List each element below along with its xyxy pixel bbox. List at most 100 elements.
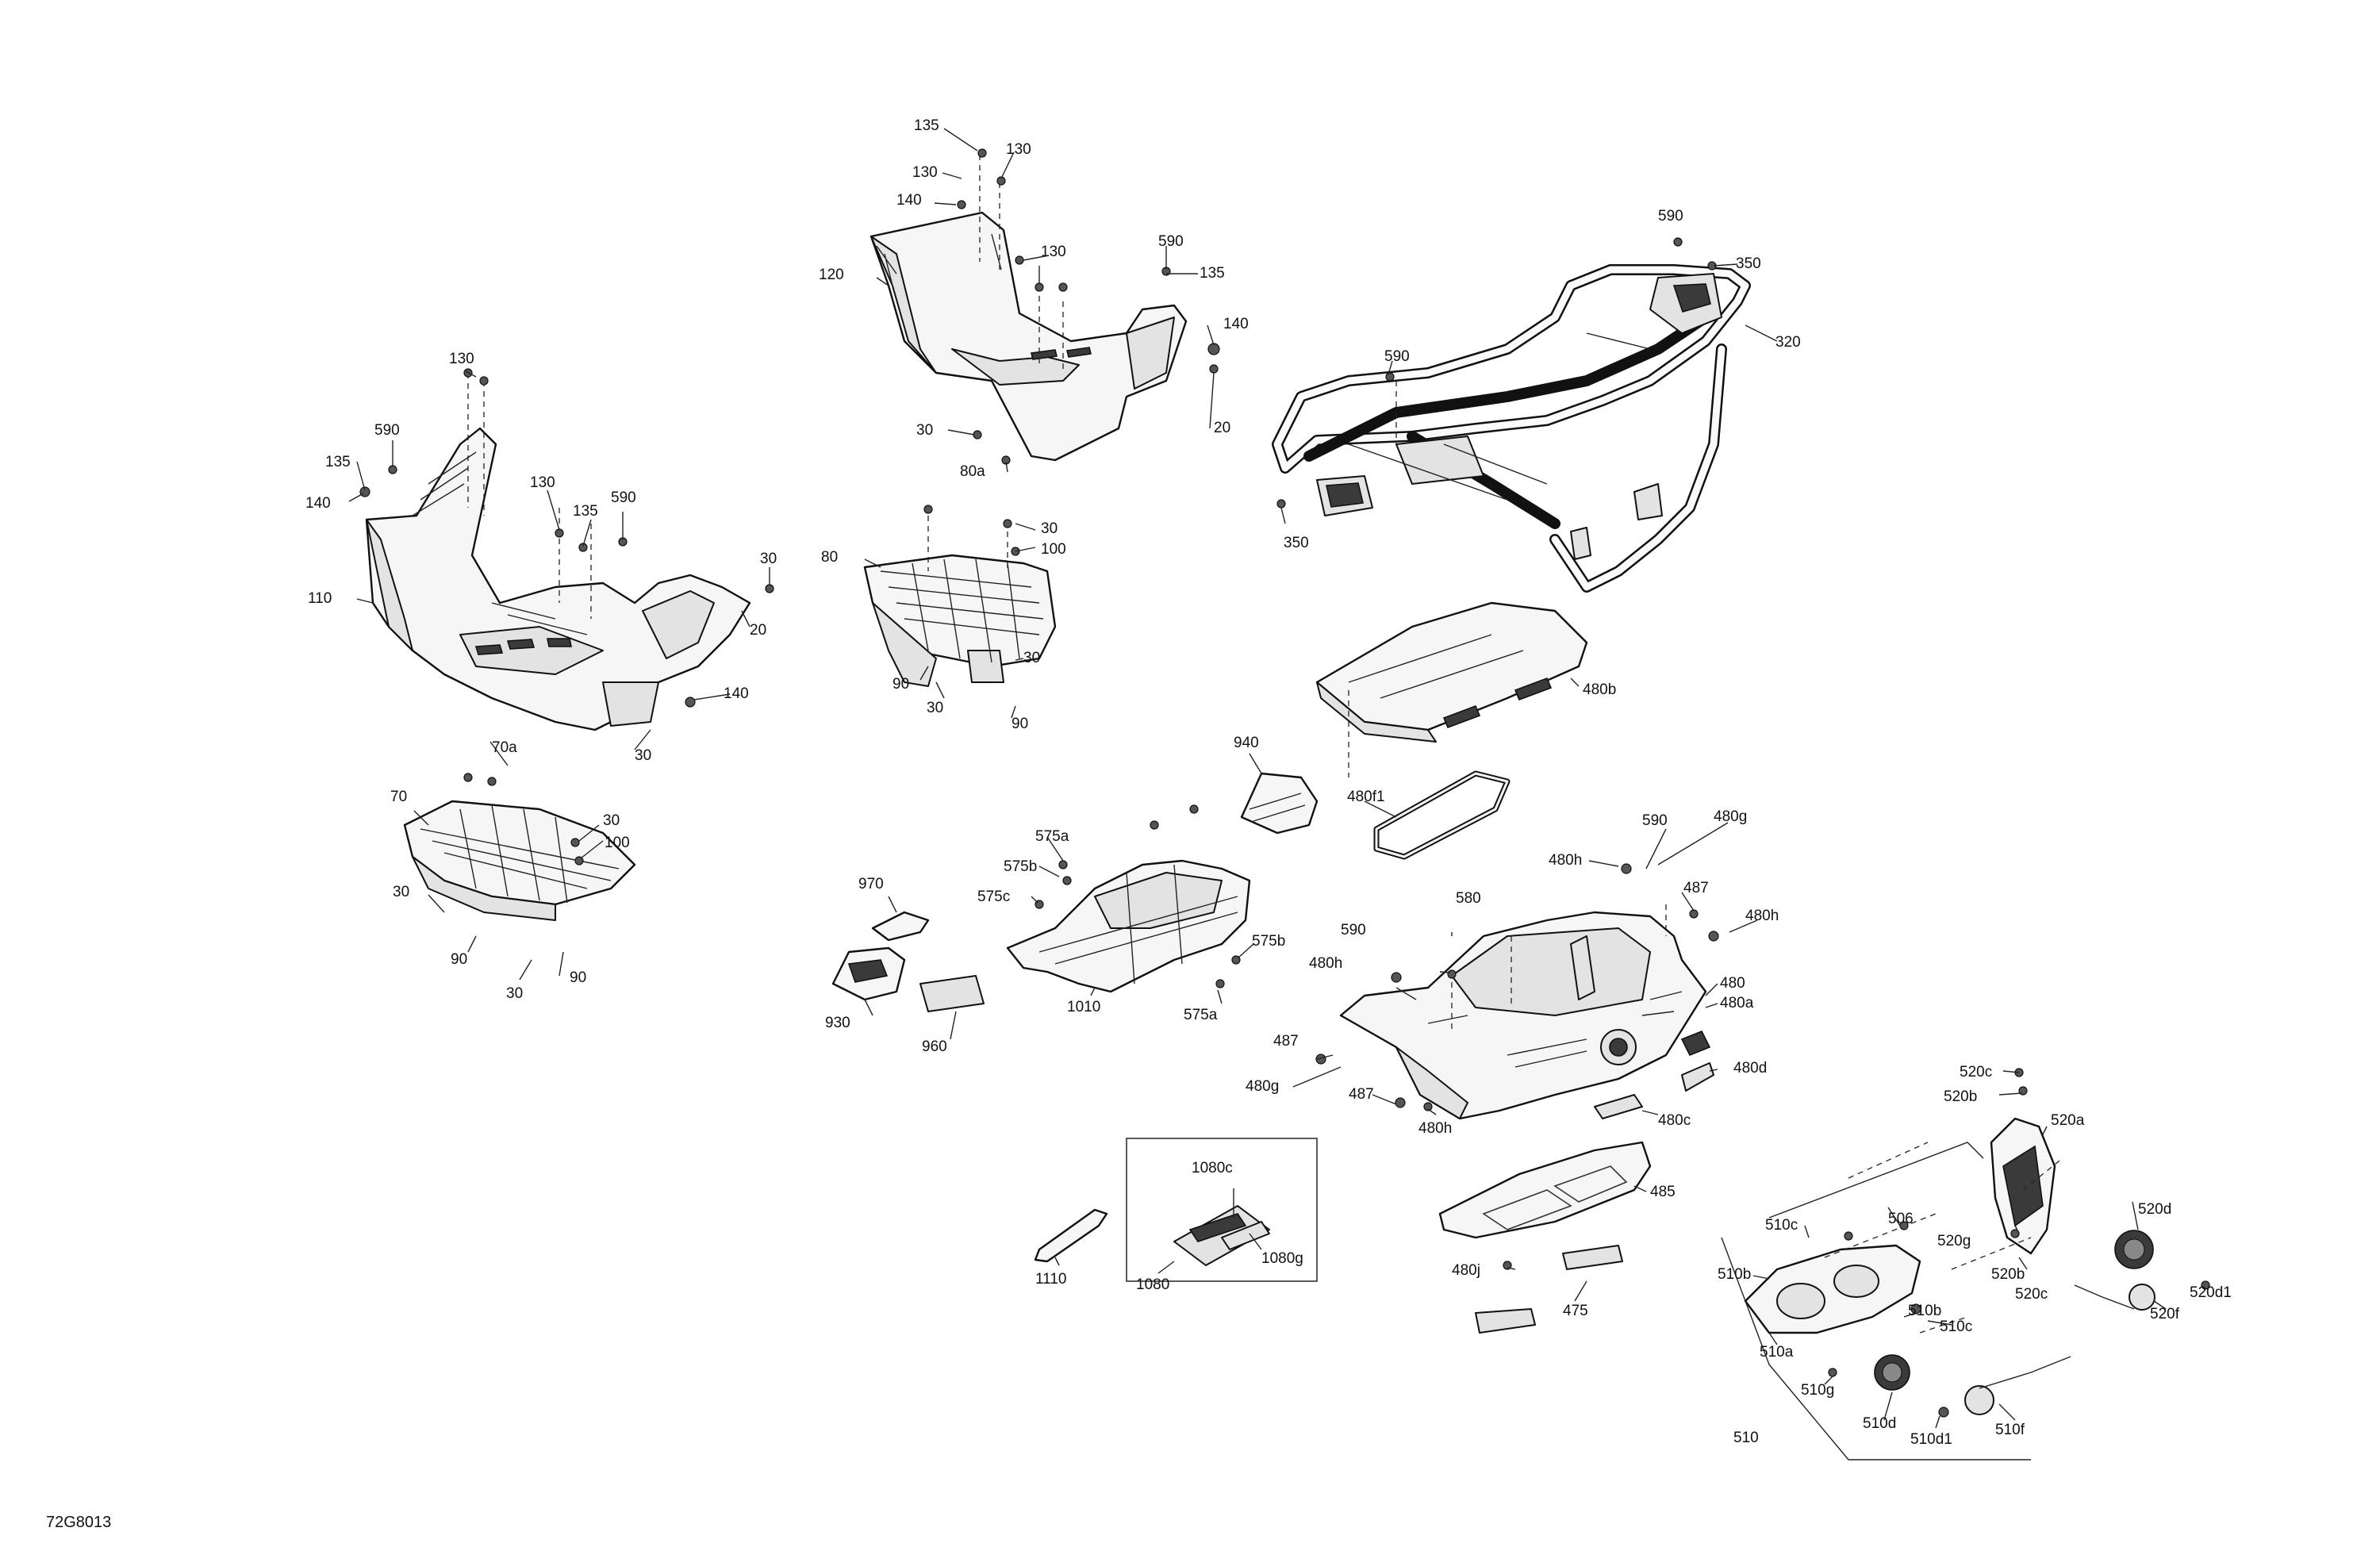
callout-label: 575c [977,889,1010,905]
callout-label: 510b [1908,1303,1941,1319]
part-wrench-1110 [1034,1208,1108,1263]
callout-label: 590 [1642,812,1668,829]
leader-lines [348,128,2167,1429]
callout-label: 960 [922,1038,947,1055]
callout-label: 135 [325,454,351,470]
callout-label: 30 [635,747,651,764]
callout-label: 480g [1246,1078,1279,1095]
part-cap-480c [1594,1094,1643,1119]
callout-label: 510c [1940,1318,1972,1335]
callout-label: 1080 [1136,1276,1169,1293]
callout-label: 110 [308,590,332,607]
callout-label: 80a [960,463,985,480]
callout-label: 480b [1583,681,1616,698]
callout-label: 480h [1309,955,1342,972]
callout-label: 30 [393,884,409,900]
callout-label: 510d [1863,1415,1896,1432]
callout-label: 510f [1995,1422,2025,1438]
callout-label: 135 [1200,265,1225,282]
callout-label: 1010 [1067,999,1100,1015]
callout-label: 320 [1775,334,1801,351]
part-rear-support-80 [863,554,1057,687]
callout-label: 1110 [1035,1271,1066,1288]
callout-label: 350 [1736,255,1761,272]
callout-label: 20 [1214,420,1230,436]
callout-label: 140 [1223,316,1249,332]
callout-label: 480h [1418,1120,1452,1137]
callout-label: 480 [1720,975,1745,992]
callout-label: 130 [1041,244,1066,260]
callout-label: 575a [1035,828,1069,845]
callout-label: 475 [1563,1303,1588,1319]
callout-label: 510d1 [1910,1431,1952,1448]
assembly-lines [467,155,2063,1334]
part-pads-475 [1475,1245,1623,1334]
callout-label: 90 [451,951,467,968]
callout-label: 510c [1765,1217,1798,1234]
callout-label: 930 [825,1015,850,1031]
callout-label: 480d [1733,1060,1767,1077]
callout-label: 140 [724,685,749,702]
callout-label: 30 [1041,520,1058,537]
callout-label: 30 [916,422,933,439]
callout-label: 480h [1549,852,1582,869]
callout-label: 480h [1745,908,1779,924]
callout-label: 480j [1452,1262,1480,1279]
part-cover-970 [871,911,930,942]
callout-label: 140 [305,495,331,512]
callout-label: 20 [750,622,766,639]
callout-label: 506 [1888,1211,1914,1227]
callout-label: 90 [1012,716,1028,732]
callout-label: 30 [760,551,777,567]
callout-label: 480f1 [1347,789,1385,805]
callout-label: 575b [1004,858,1037,875]
callout-label: 520c [1960,1064,1992,1080]
callout-label: 135 [573,503,598,520]
callout-label: 575a [1184,1007,1218,1023]
callout-label: 480g [1714,808,1747,825]
callout-label: 520b [1991,1266,2025,1283]
callout-label: 70a [492,739,517,756]
callout-label: 510 [1733,1430,1759,1446]
callout-label: 120 [819,267,844,283]
callout-label: 130 [449,351,474,367]
callout-label: 575b [1252,933,1285,950]
callout-label: 130 [912,164,938,181]
callout-label: 70 [390,789,407,805]
fasteners [359,148,2210,1418]
callout-label: 520g [1937,1233,1971,1249]
callout-label: 135 [914,117,939,134]
part-cap-480d [1681,1062,1714,1092]
callout-label: 520f [2150,1306,2180,1322]
callout-label: 520c [2015,1286,2048,1303]
callout-label: 487 [1273,1033,1299,1050]
callout-label: 487 [1683,880,1709,896]
callout-label: 970 [858,876,884,892]
callout-label: 30 [603,812,620,829]
callout-label: 520d [2138,1201,2171,1218]
callout-label: 480a [1720,995,1754,1011]
part-storage-box-480 [1339,911,1711,1120]
callout-label: 80 [821,549,838,566]
diagram-reference-code: 72G8013 [46,1514,112,1531]
callout-label: 940 [1234,735,1259,751]
callout-label: 485 [1650,1184,1676,1200]
part-pad-960 [919,975,985,1012]
part-gasket-480f1 [1373,770,1511,860]
part-front-support-70 [403,800,636,921]
callout-label: 580 [1456,890,1481,907]
part-tray-1010 [1006,859,1251,993]
part-headlight-510 [1721,1237,2071,1460]
callout-labels: 135 130 130 140 130 590 135 120 140 30 2… [305,117,2232,1448]
callout-label: 590 [1158,233,1184,250]
callout-label: 520b [1944,1088,1977,1105]
part-rear-rack-320 [1272,264,1751,593]
callout-label: 1080g [1261,1250,1303,1267]
callout-label: 520d1 [2190,1284,2232,1301]
callout-label: 100 [1041,541,1066,558]
callout-label: 590 [1341,922,1366,938]
part-rear-fender-120 [869,211,1188,462]
callout-label: 30 [506,985,523,1002]
callout-label: 140 [896,192,922,209]
